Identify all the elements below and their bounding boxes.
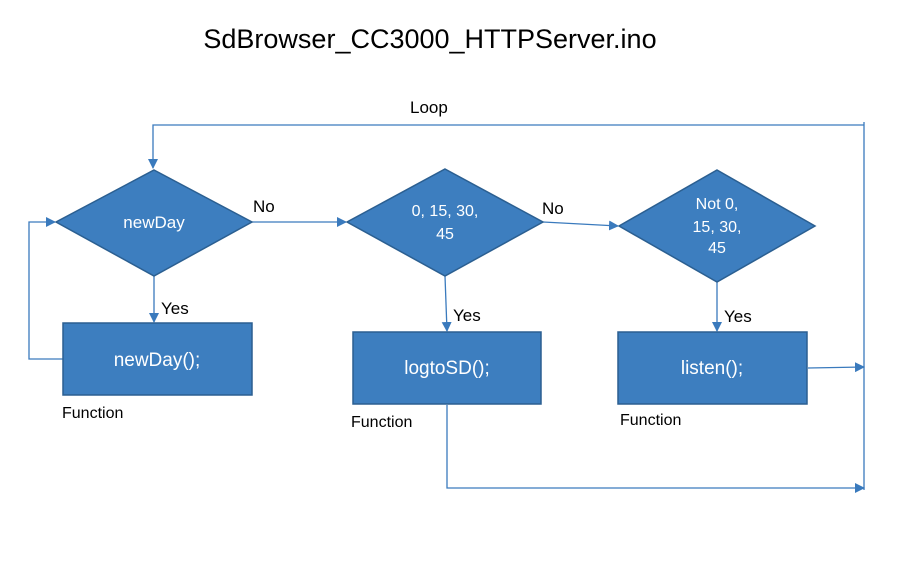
process-listen: listen(); [617,331,808,405]
not-quarter-yes-label: Yes [724,307,752,326]
decision-quarter-shape [345,168,545,277]
process-logtosd-caption: Function [351,414,412,431]
process-logtosd: logtoSD(); [352,331,542,405]
loop-connector [148,124,864,169]
decision-newday-label: newDay [123,213,185,232]
decision-quarter: 0, 15, 30, 45 [345,168,545,277]
listen-exit-connector [807,362,865,373]
decision-not-quarter-label-line1: Not 0, [696,196,739,213]
decision-not-quarter-label-line3: 45 [708,240,726,257]
process-newday-box [62,322,253,396]
process-newday-label: newDay(); [114,350,201,371]
newday-no-label: No [253,197,275,216]
quarter-yes-connector [441,275,452,332]
decision-not-quarter-label-line2: 15, 30, [693,219,742,236]
process-listen-caption: Function [620,412,681,429]
quarter-yes-label: Yes [453,306,481,325]
process-newday: newDay(); [62,322,253,396]
decision-not-quarter: Not 0, 15, 30, 45 [617,169,817,283]
process-listen-label: listen(); [681,358,743,379]
diagram-title: SdBrowser_CC3000_HTTPServer.ino [203,24,656,54]
loop-label: Loop [410,98,448,117]
decision-newday: newDay [54,169,254,277]
process-logtosd-box [352,331,542,405]
newday-return-connector [28,217,63,360]
newday-yes-label: Yes [161,299,189,318]
process-newday-caption: Function [62,405,123,422]
process-logtosd-label: logtoSD(); [404,358,490,379]
quarter-no-connector [542,220,619,231]
decision-quarter-label-line2: 45 [436,226,454,243]
decision-newday-shape [54,169,254,277]
decision-quarter-label-line1: 0, 15, 30, [412,203,479,220]
logtosd-exit-connector [446,405,865,493]
connectors [28,122,865,493]
decision-not-quarter-shape [617,169,817,283]
process-listen-box [617,331,808,405]
quarter-no-label: No [542,199,564,218]
